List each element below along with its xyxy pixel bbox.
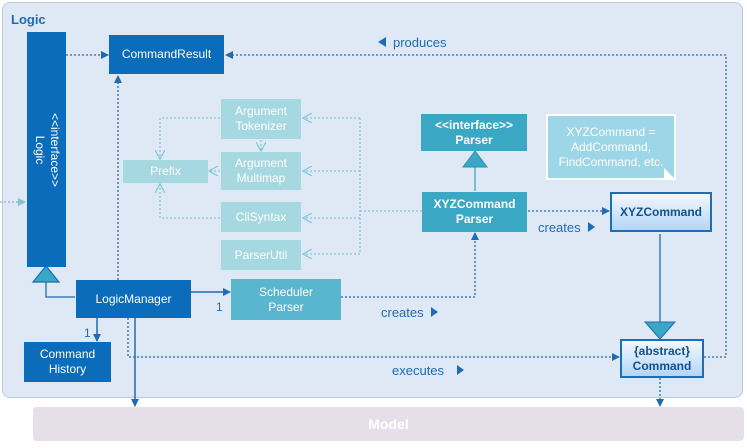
- argument-tokenizer-label-1: Argument: [234, 104, 288, 118]
- creates-xyz-direction-icon: [588, 222, 595, 232]
- executes-label: executes: [392, 363, 445, 378]
- abstract-command-stereotype: {abstract}: [633, 343, 691, 358]
- parserutil-box: ParserUtil: [221, 240, 301, 270]
- xyzcommandparser-label-1: XYZCommand: [433, 197, 516, 211]
- note-line-1: XYZCommand =: [566, 124, 656, 139]
- parser-interface-stereotype: <<interface>>: [434, 117, 514, 132]
- abstract-command-name: Command: [632, 358, 692, 373]
- produces-label: produces: [393, 35, 447, 50]
- logicmanager-box: LogicManager: [76, 280, 191, 318]
- clisyntax-box: CliSyntax: [221, 202, 301, 232]
- clisyntax-to-prefix-arrow: [160, 184, 220, 219]
- logic-interface-label: <<interface>> Logic: [32, 112, 62, 187]
- xyzcommandparser-label-2: Parser: [455, 212, 494, 226]
- prefix-label: Prefix: [150, 164, 181, 178]
- logic-interface-box: <<interface>> Logic: [27, 32, 66, 267]
- xyzcommandparser-box: XYZCommand Parser: [422, 192, 527, 232]
- schedulerparser-box: Scheduler Parser: [231, 279, 341, 320]
- creates-parser-label: creates: [381, 305, 424, 320]
- creates-parser-direction-icon: [431, 307, 438, 317]
- schedulerparser-label-1: Scheduler: [258, 284, 314, 299]
- commandresult-box: CommandResult: [109, 35, 224, 74]
- xyzcommand-box: XYZCommand: [610, 192, 712, 232]
- produces-direction-icon: [378, 37, 386, 47]
- schedulerparser-label-2: Parser: [268, 299, 304, 314]
- history-multiplicity: 1: [84, 326, 91, 340]
- parserutil-label: ParserUtil: [234, 247, 288, 262]
- logicmanager-label: LogicManager: [95, 291, 172, 306]
- prefix-box: Prefix: [123, 160, 208, 183]
- abstract-command-box: {abstract} Command: [620, 339, 704, 378]
- parser-interface-box: <<interface>> Parser: [421, 114, 527, 151]
- scheduler-multiplicity: 1: [216, 300, 223, 314]
- executes-arrow: [127, 318, 620, 361]
- logic-realization-triangle: [31, 265, 61, 283]
- commandhistory-box: Command History: [24, 342, 111, 382]
- model-label: Model: [368, 416, 409, 432]
- tokenizer-to-prefix-arrow: [160, 117, 220, 159]
- model-component: Model: [33, 407, 744, 441]
- xyzcommand-note: XYZCommand = AddCommand, FindCommand, et…: [546, 114, 676, 180]
- commandhistory-label-2: History: [48, 362, 87, 376]
- note-fold-corner: [664, 168, 676, 180]
- logicmanager-realizes-logic-line: [45, 282, 75, 298]
- argument-tokenizer-label-2: Tokenizer: [235, 119, 287, 133]
- commandhistory-label-1: Command: [39, 347, 96, 361]
- argument-multimap-label-1: Argument: [234, 156, 288, 170]
- parser-realization-triangle: [462, 150, 488, 168]
- argument-multimap-box: Argument Multimap: [221, 152, 301, 190]
- executes-direction-icon: [457, 365, 464, 375]
- parser-interface-name: Parser: [455, 132, 493, 147]
- argument-tokenizer-box: Argument Tokenizer: [221, 99, 301, 139]
- creates-xyzcommand-label: creates: [538, 220, 581, 235]
- xyzcommand-label: XYZCommand: [619, 204, 702, 219]
- clisyntax-label: CliSyntax: [235, 209, 287, 224]
- produces-arrow: [225, 51, 727, 358]
- argument-multimap-label-2: Multimap: [236, 171, 286, 185]
- logic-package-title: Logic: [11, 12, 46, 27]
- commandresult-label: CommandResult: [121, 47, 212, 61]
- schedulerparser-creates-xyzparser-arrow: [341, 232, 479, 298]
- note-line-2: AddCommand,: [570, 139, 652, 154]
- command-generalization-triangle: [643, 321, 677, 340]
- note-line-3: FindCommand, etc.: [558, 154, 664, 169]
